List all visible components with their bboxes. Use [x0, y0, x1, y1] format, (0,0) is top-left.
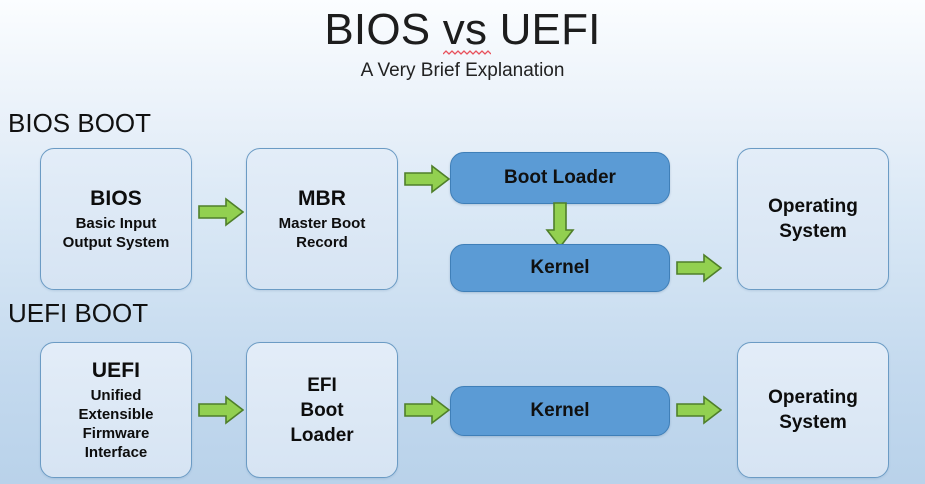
title-block: BIOS vs UEFI A Very Brief Explanation: [0, 4, 925, 83]
node-uefi-line4: Interface: [84, 444, 148, 461]
arrow-mbr-to-boot-loader: [404, 163, 451, 195]
node-bios-line2: Output System: [62, 234, 170, 251]
arrow-uefi-to-efi-boot-loader: [198, 394, 245, 426]
section-heading-bios-boot: BIOS BOOT: [8, 108, 152, 138]
node-kernel-uefi[interactable]: Kernel: [450, 386, 670, 436]
node-os-bios-line1: Operating: [768, 196, 858, 217]
spellcheck-squiggle-icon: [442, 50, 491, 55]
node-bios[interactable]: BIOS Basic Input Output System: [40, 148, 192, 290]
page-title: BIOS vs UEFI: [0, 4, 925, 57]
arrow-kernel-to-os-bios: [676, 252, 723, 284]
node-uefi-line1: Unified: [90, 387, 142, 404]
node-boot-loader-label: Boot Loader: [504, 167, 616, 188]
node-os-uefi-line2: System: [779, 412, 847, 433]
title-part-uefi: UEFI: [487, 5, 601, 54]
node-uefi-title: UEFI: [91, 359, 141, 382]
node-uefi-subtitle: Unified Extensible Firmware Interface: [78, 386, 153, 462]
node-bios-line1: Basic Input: [75, 215, 157, 232]
arrow-efi-boot-loader-to-kernel: [404, 394, 451, 426]
node-efi-boot-loader-line1: EFI: [307, 374, 337, 396]
node-kernel-bios[interactable]: Kernel: [450, 244, 670, 292]
node-uefi-line2: Extensible: [78, 406, 154, 423]
node-mbr-subtitle: Master Boot Record: [279, 214, 366, 252]
title-vs-text: vs: [442, 5, 488, 54]
node-uefi[interactable]: UEFI Unified Extensible Firmware Interfa…: [40, 342, 192, 478]
arrow-boot-loader-to-kernel: [544, 202, 576, 249]
node-uefi-line3: Firmware: [82, 425, 150, 442]
node-mbr-line1: Master Boot: [278, 215, 366, 232]
node-mbr-line2: Record: [296, 234, 348, 251]
page-subtitle: A Very Brief Explanation: [360, 60, 565, 81]
section-heading-uefi-boot: UEFI BOOT: [8, 298, 149, 328]
node-operating-system-bios[interactable]: Operating System: [737, 148, 889, 290]
node-boot-loader[interactable]: Boot Loader: [450, 152, 670, 204]
node-os-bios-line2: System: [779, 221, 847, 242]
title-part-bios: BIOS: [324, 5, 443, 54]
node-bios-title: BIOS: [90, 187, 142, 210]
arrow-bios-to-mbr: [198, 196, 245, 228]
node-efi-boot-loader-line2: Boot: [300, 399, 344, 421]
node-os-uefi-line1: Operating: [768, 387, 858, 408]
node-operating-system-uefi[interactable]: Operating System: [737, 342, 889, 478]
node-kernel-bios-label: Kernel: [530, 257, 590, 278]
node-efi-boot-loader[interactable]: EFI Boot Loader: [246, 342, 398, 478]
title-misspelled-vs: vs: [442, 4, 491, 57]
arrow-kernel-to-os-uefi: [676, 394, 723, 426]
node-mbr-title: MBR: [297, 187, 347, 210]
node-efi-boot-loader-line3: Loader: [290, 424, 354, 446]
node-kernel-uefi-label: Kernel: [530, 400, 590, 421]
node-bios-subtitle: Basic Input Output System: [63, 214, 170, 252]
node-mbr[interactable]: MBR Master Boot Record: [246, 148, 398, 290]
